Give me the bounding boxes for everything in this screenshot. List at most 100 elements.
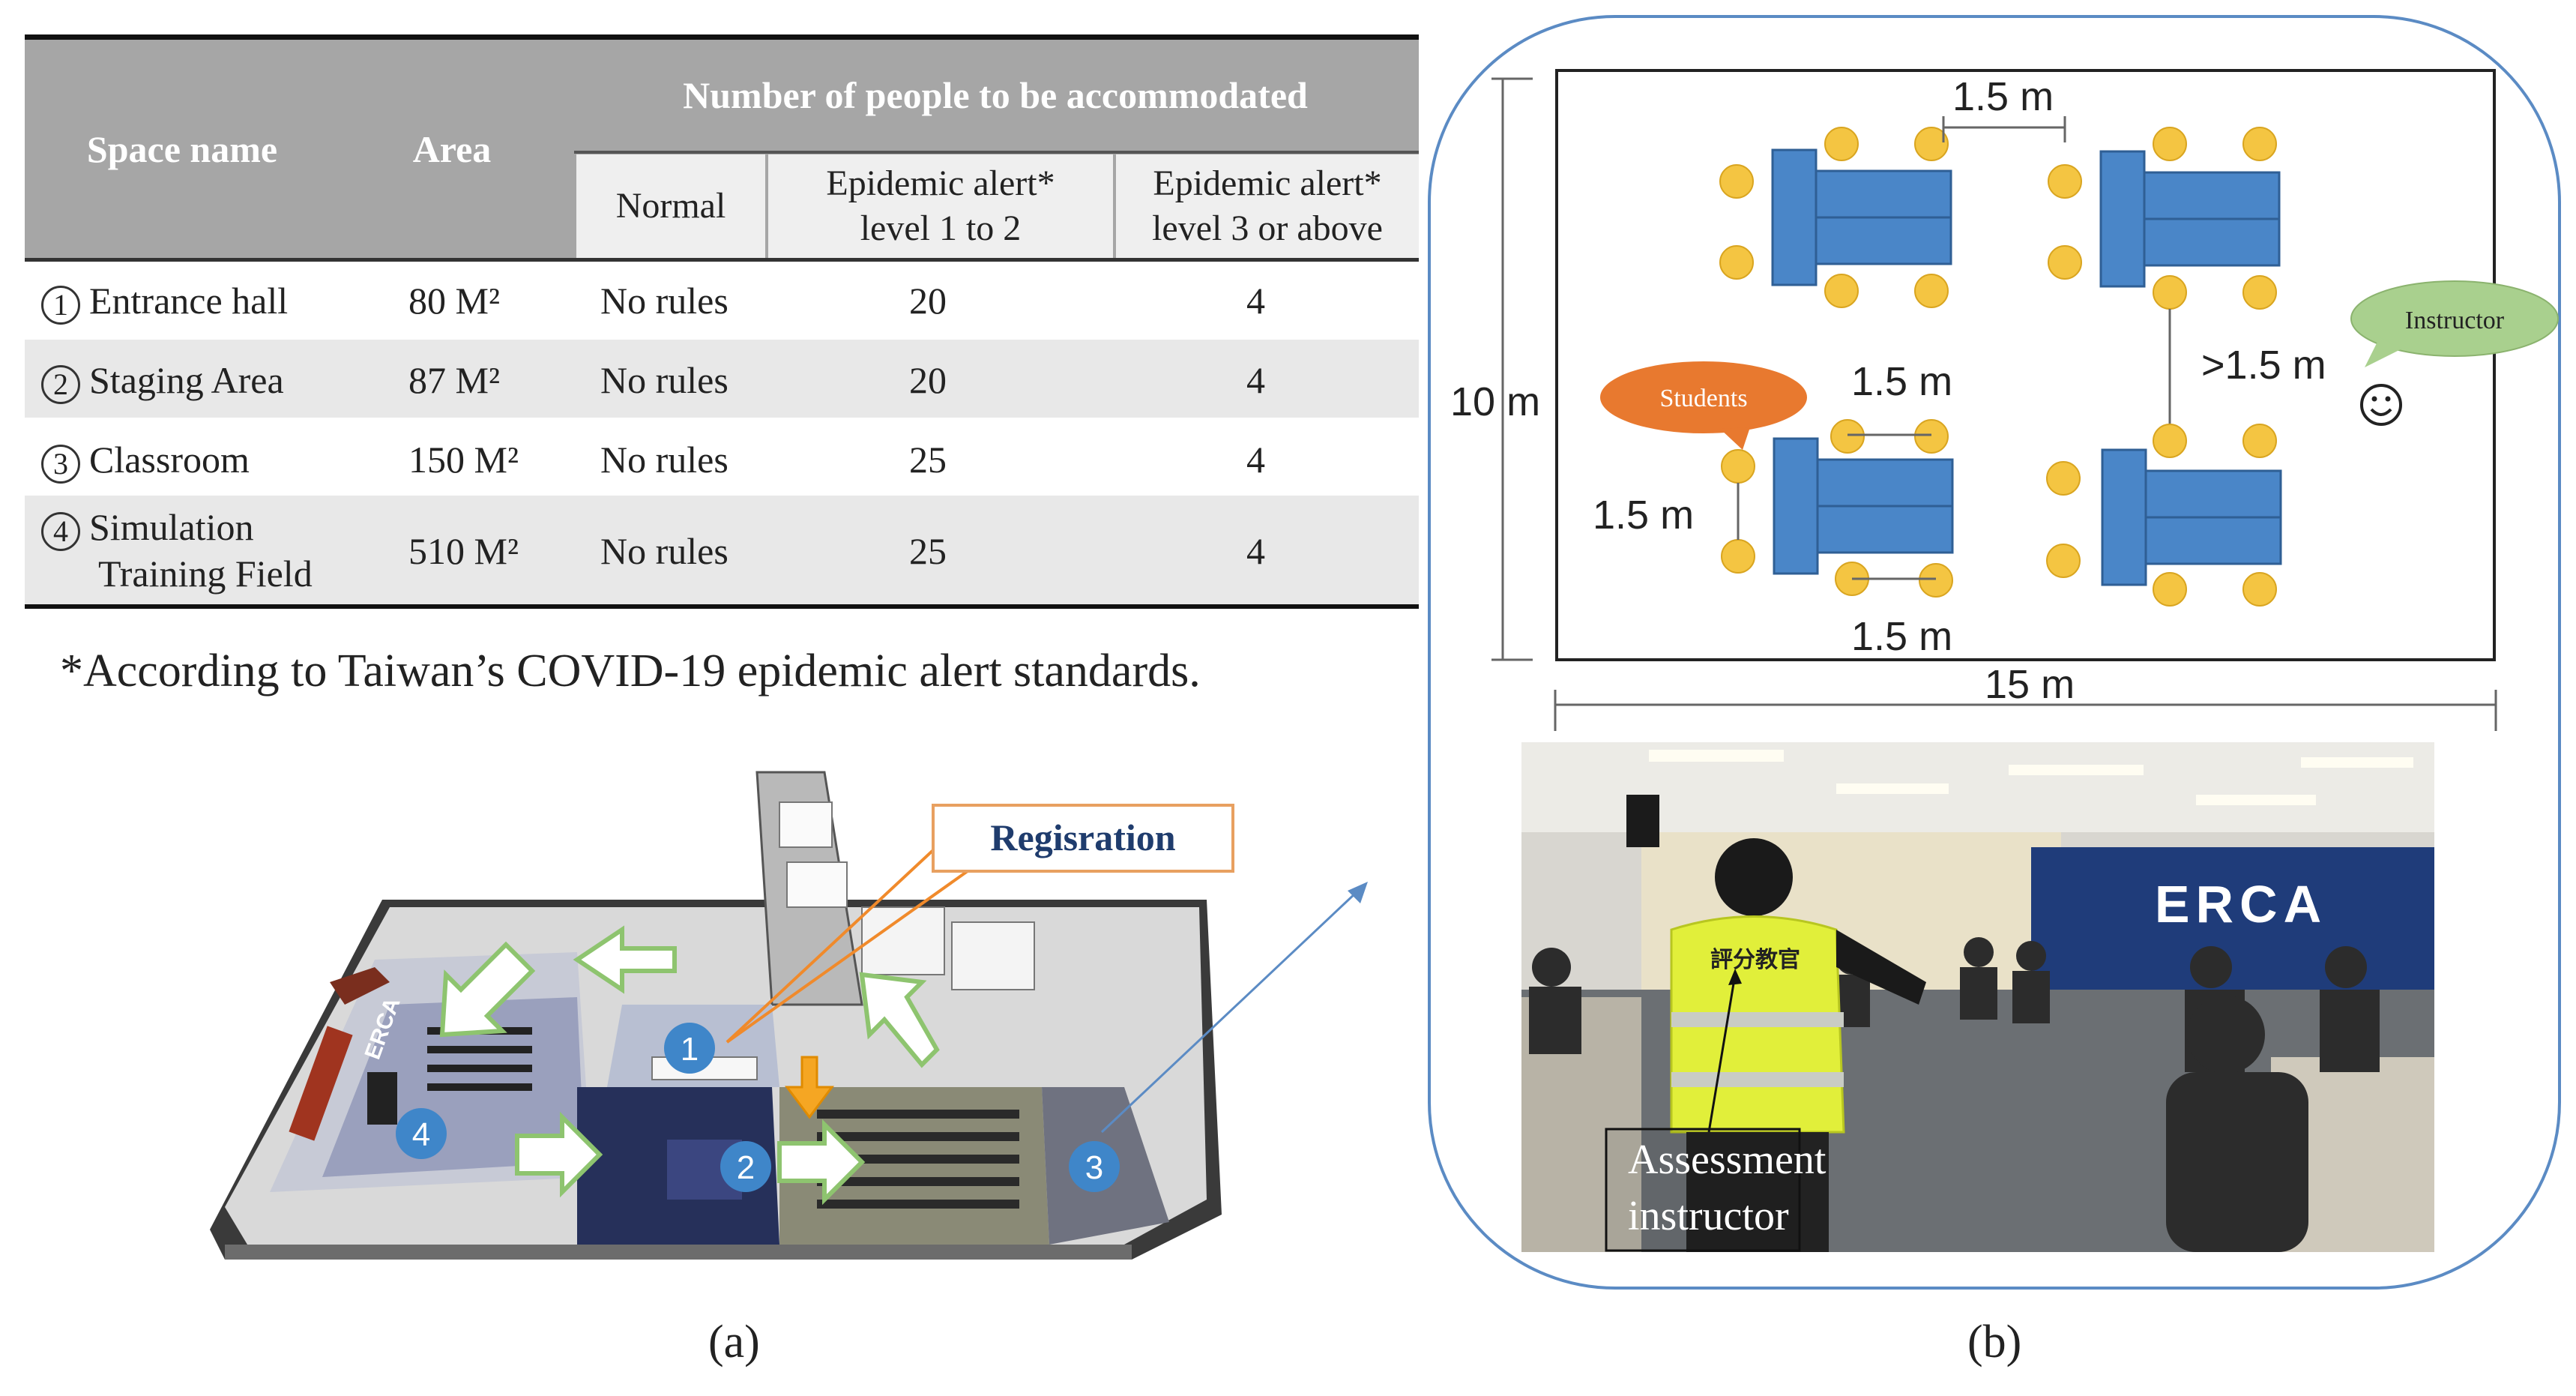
location-markers: 1 2 3 4 xyxy=(396,1023,1120,1192)
down-arrow xyxy=(785,1056,834,1119)
dim-height: 10 m xyxy=(1450,379,1541,424)
side-room xyxy=(951,921,1035,990)
instructor-legs xyxy=(1686,1132,1829,1252)
marker-3 xyxy=(1069,1141,1120,1192)
area-cell: 87 M² xyxy=(408,359,500,401)
row-number-badge: 3 xyxy=(41,444,80,484)
link-arrow xyxy=(1100,891,1358,1134)
header-divider xyxy=(574,151,1419,154)
header-alert12-line1: Epidemic alert* xyxy=(826,163,1055,203)
instructor-bubble-text: Instructor xyxy=(2405,307,2505,334)
registration-callout xyxy=(932,804,1234,873)
marker-2 xyxy=(720,1141,771,1192)
dim-inner-top: 1.5 m xyxy=(1851,359,1953,404)
marker-1-label: 1 xyxy=(681,1031,699,1068)
alert3-cell: 4 xyxy=(1246,359,1265,401)
header-alert12-line2: level 1 to 2 xyxy=(860,208,1022,248)
red-wall-panel xyxy=(289,1026,353,1141)
space-name: Staging Area xyxy=(89,359,284,401)
caption-line1: Assessment xyxy=(1628,1137,1827,1183)
marker-4 xyxy=(396,1108,447,1159)
row-number-badge: 1 xyxy=(41,285,80,325)
callout-line xyxy=(726,838,946,1044)
right-arrow-to-classroom xyxy=(777,1119,866,1206)
students-bubble xyxy=(1600,361,1807,433)
alert3-cell: 4 xyxy=(1246,530,1265,572)
row-number-badge: 4 xyxy=(41,511,80,551)
instructor-bubble-tail xyxy=(2365,337,2402,367)
header-alert3-line1: Epidemic alert* xyxy=(1153,163,1382,203)
instructor-arm xyxy=(1836,930,1926,1005)
panel-b-label: (b) xyxy=(1967,1317,2022,1368)
caption-line2: instructor xyxy=(1628,1193,1789,1239)
header-alert-1-2: Epidemic alert* level 1 to 2 xyxy=(768,154,1113,258)
space-name: Simulation xyxy=(89,506,254,548)
space-name: Entrance hall xyxy=(89,280,289,322)
alert3-cell: 4 xyxy=(1246,439,1265,481)
corridor-room xyxy=(779,801,833,848)
seating-diagram: Students Instructor xyxy=(1491,77,2559,731)
table-top-rule xyxy=(25,34,1419,40)
panel-a-label: (a) xyxy=(708,1317,760,1368)
vest-stripe xyxy=(1671,1012,1844,1027)
floor-plan-3d: ERCA Regisration 1 2 3 4 xyxy=(210,771,1368,1260)
header-alert3-line2: level 3 or above xyxy=(1152,208,1383,248)
alert12-cell: 25 xyxy=(909,530,947,572)
header-alert-3: Epidemic alert* level 3 or above xyxy=(1116,154,1419,258)
caption-box xyxy=(1605,1128,1801,1252)
dim-right-gap: >1.5 m xyxy=(2201,343,2326,388)
header-area: Area xyxy=(412,127,492,170)
vest-text: 評分教官 xyxy=(1710,947,1800,973)
space-name-line2: Training Field xyxy=(98,552,313,595)
desk-lines xyxy=(1816,216,2281,519)
normal-cell: No rules xyxy=(600,530,729,572)
left-arrow xyxy=(573,925,677,994)
window-strip xyxy=(225,1245,1132,1260)
row-number-badge: 2 xyxy=(41,364,80,404)
caption-pointer xyxy=(1707,974,1737,1133)
instructor-eye xyxy=(2385,396,2391,402)
instructor-smiley-icon xyxy=(2360,384,2402,426)
table-header: Space name Area Number of people to be a… xyxy=(25,40,1419,258)
marker-1 xyxy=(664,1023,715,1074)
room-outline xyxy=(1555,69,2496,661)
classroom-layout-panel xyxy=(1428,15,2561,1290)
link-arrow-head xyxy=(1348,882,1368,903)
dim-top-gap: 1.5 m xyxy=(1952,74,2054,119)
header-normal: Normal xyxy=(576,154,765,258)
alert3-cell: 4 xyxy=(1246,280,1265,322)
callout-line xyxy=(726,838,1013,1044)
students-bubble-text: Students xyxy=(1659,385,1747,412)
instructor-bubble xyxy=(2350,280,2559,357)
registration-label: Regisration xyxy=(990,816,1175,858)
photo-banner-text: ERCA xyxy=(2155,875,2327,933)
dim-left-gap: 1.5 m xyxy=(1593,493,1695,538)
normal-cell: No rules xyxy=(600,439,729,481)
podium xyxy=(367,1072,397,1125)
header-group: Number of people to be accommodated xyxy=(683,74,1308,116)
classroom-desks xyxy=(817,1110,1019,1209)
alert12-cell: 20 xyxy=(909,280,947,322)
header-space-name: Space name xyxy=(86,127,278,170)
dim-width: 15 m xyxy=(1985,662,2075,707)
up-diagonal-arrow xyxy=(859,972,940,1068)
space-name: Classroom xyxy=(89,439,250,481)
header-bottom-rule xyxy=(25,258,1419,262)
normal-cell: No rules xyxy=(600,359,729,401)
alert12-cell: 25 xyxy=(909,439,947,481)
stage-wall xyxy=(330,967,390,1005)
corridor-room xyxy=(786,861,848,908)
area-cell: 150 M² xyxy=(408,439,519,481)
header-normal-text: Normal xyxy=(615,186,726,226)
table-bottom-rule xyxy=(25,604,1419,609)
area-cell: 80 M² xyxy=(408,280,500,322)
dimension-lines xyxy=(1491,77,2497,731)
diagonal-arrow xyxy=(439,941,536,1038)
student-faces xyxy=(1719,127,2277,607)
